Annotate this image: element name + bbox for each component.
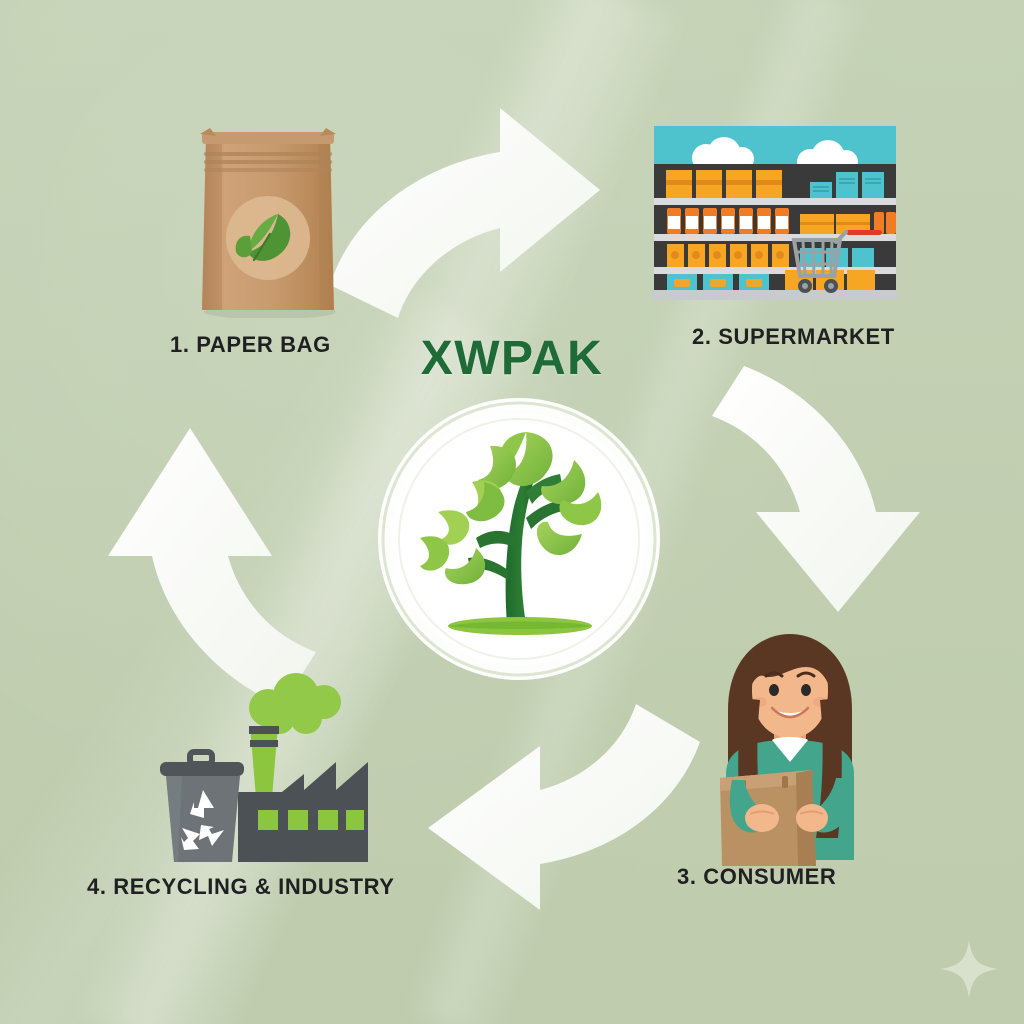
step-label-recycling-industry: 4. RECYCLING & INDUSTRY <box>87 874 395 899</box>
smoke-clouds <box>249 673 341 734</box>
recycle-bin-icon <box>160 749 244 862</box>
shopping-cart-icon <box>791 230 882 293</box>
step-supermarket[interactable]: 2. SUPERMARKET <box>650 124 900 349</box>
supermarket-shelves-icon <box>652 126 898 300</box>
step-label-supermarket: 2. SUPERMARKET <box>692 324 895 349</box>
four-point-sparkle-icon <box>940 940 998 998</box>
step-paper-bag[interactable]: 1. PAPER BAG <box>170 118 358 357</box>
arrow-recycling-to-paper-bag <box>108 428 316 706</box>
step-consumer[interactable]: 3. CONSUMER <box>677 628 892 889</box>
step-recycling-industry[interactable]: 4. RECYCLING & INDUSTRY <box>87 662 394 899</box>
arrow-consumer-to-recycling <box>428 704 700 910</box>
step-label-consumer: 3. CONSUMER <box>677 864 837 889</box>
recycle-bin-and-factory-icon <box>160 673 368 862</box>
tree-in-circle-logo-icon <box>378 398 660 680</box>
woman-with-grocery-bag-icon <box>720 634 854 866</box>
brand-logo[interactable] <box>376 396 662 682</box>
arrow-paper-bag-to-supermarket <box>330 108 600 318</box>
arrow-supermarket-to-consumer <box>712 366 920 612</box>
paper-pouch-bag-icon <box>200 128 336 319</box>
step-label-paper-bag: 1. PAPER BAG <box>170 332 331 357</box>
brand-name: XWPAK <box>420 332 604 385</box>
recycle-symbol-icon <box>181 790 224 850</box>
